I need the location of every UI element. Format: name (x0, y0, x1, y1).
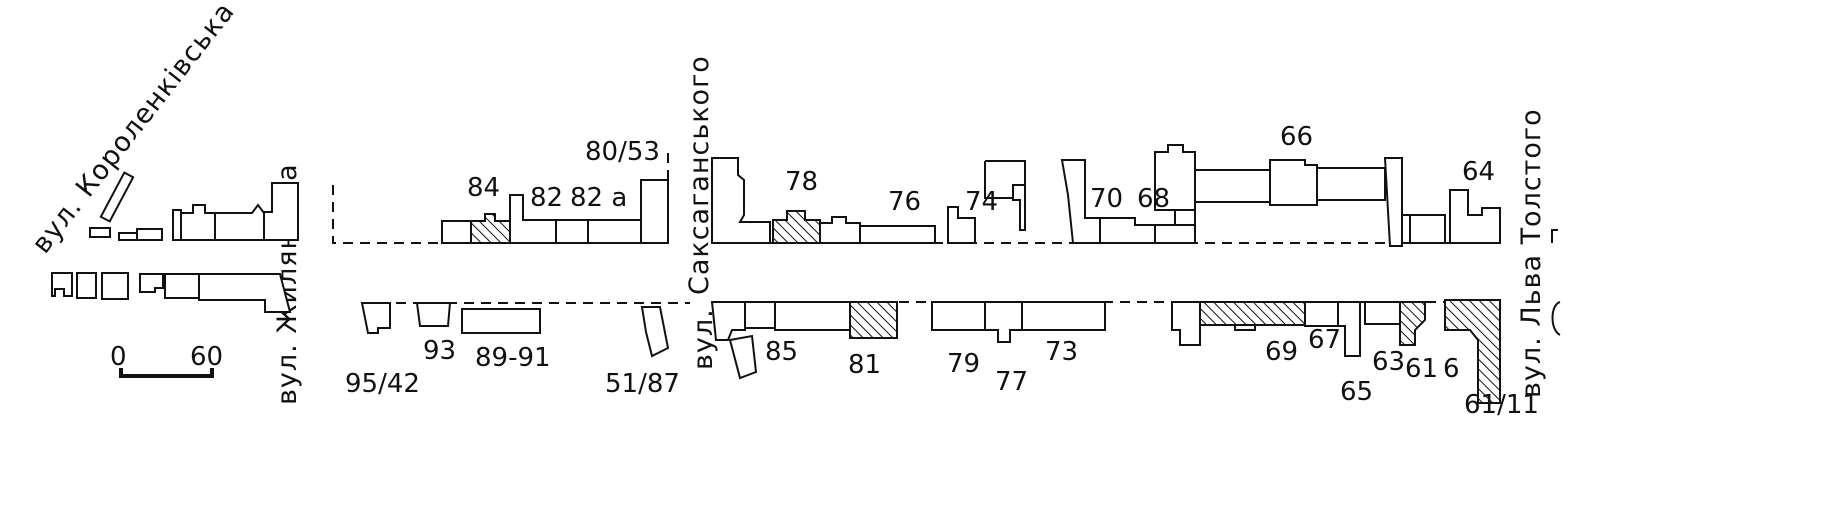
building-84-hatched (470, 213, 511, 244)
street-label-lva-tolstoho: вул. Льва Толстого (1516, 108, 1547, 398)
house-number: 93 (423, 336, 456, 366)
building-61-hatched (1399, 301, 1426, 346)
house-number: 69 (1265, 337, 1298, 367)
house-number: 74 (965, 187, 998, 217)
house-number: 61 (1405, 354, 1438, 384)
house-number: 76 (888, 187, 921, 217)
house-number: 67 (1308, 325, 1341, 355)
house-number: 68 (1137, 184, 1170, 214)
building-81-hatched (849, 301, 898, 339)
house-number: 95/42 (345, 369, 420, 399)
house-number: 79 (947, 349, 980, 379)
property-line (332, 185, 445, 244)
house-number: 51/87 (605, 369, 680, 399)
house-number: 70 (1090, 184, 1123, 214)
block-korolenkivska-north (89, 171, 299, 241)
block-north-2 (711, 144, 1501, 247)
block-korolenkivska-south (51, 272, 292, 313)
building-78-hatched (772, 210, 821, 244)
scale-bar: 0 60 (110, 342, 223, 378)
house-number: 81 (848, 350, 881, 380)
house-number: 85 (765, 337, 798, 367)
house-number: 61/11 (1464, 390, 1539, 420)
house-number: 80/53 (585, 137, 660, 167)
house-number: 65 (1340, 377, 1373, 407)
edge-fragment (1551, 301, 1561, 336)
house-number: 77 (995, 367, 1028, 397)
house-number: 82 а (570, 183, 627, 213)
house-number: 66 (1280, 122, 1313, 152)
scale-start: 0 (110, 342, 127, 372)
house-number: 82 (530, 183, 563, 213)
house-number: 6 (1443, 354, 1460, 384)
edge-fragment (1551, 229, 1558, 243)
house-number: 84 (467, 173, 500, 203)
street-label-saksahanskoho: Саксаганського (684, 55, 715, 295)
block-north-1 (441, 179, 669, 244)
block-south-1 (360, 302, 670, 358)
block-south-2 (710, 299, 1501, 404)
house-number: 63 (1372, 347, 1405, 377)
house-numbers: 84 82 82 а 80/53 93 89-91 95/42 51/87 78… (345, 122, 1539, 420)
building-61-11-hatched (1444, 299, 1501, 404)
house-number: 73 (1045, 337, 1078, 367)
house-number: 89-91 (475, 343, 551, 373)
house-number: 64 (1462, 157, 1495, 187)
building-69-hatched (1199, 301, 1306, 326)
scale-end: 60 (190, 342, 223, 372)
house-number: 78 (785, 167, 818, 197)
